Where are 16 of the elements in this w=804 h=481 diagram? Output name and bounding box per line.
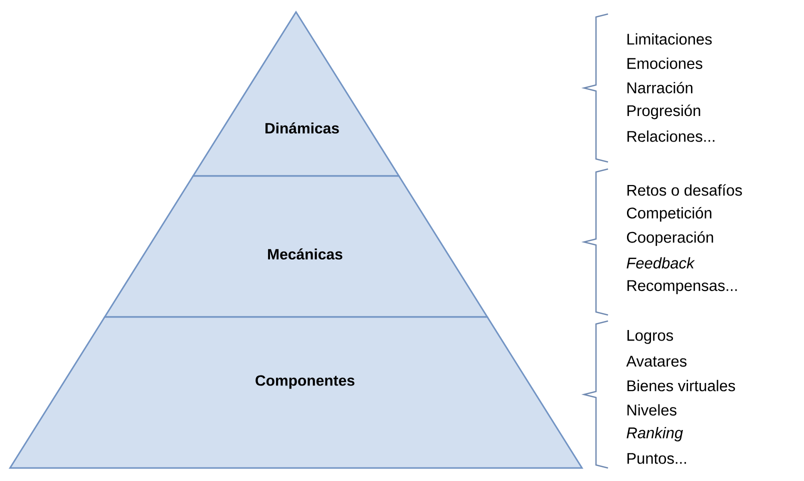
list-item: Recompensas... (627, 280, 737, 294)
list-item: Retos o desafíos (627, 184, 742, 196)
list-item: Avatares (626, 356, 687, 367)
list-item: Cooperación (626, 231, 714, 246)
list-item: Puntos... (627, 453, 686, 464)
list-item: Progresión (627, 104, 700, 120)
list-item: Narración (627, 82, 692, 94)
list-item: Logros (627, 330, 674, 344)
list-item: Limitaciones (627, 33, 712, 45)
list-item: Competición (626, 206, 712, 222)
list-item: Feedback (626, 257, 695, 269)
list-item: Niveles (627, 404, 676, 416)
list-item: Bienes virtuales (627, 380, 736, 392)
list-item: Ranking (626, 426, 683, 442)
list-item: Relaciones... (627, 130, 714, 142)
list-item: Emociones (627, 58, 702, 69)
